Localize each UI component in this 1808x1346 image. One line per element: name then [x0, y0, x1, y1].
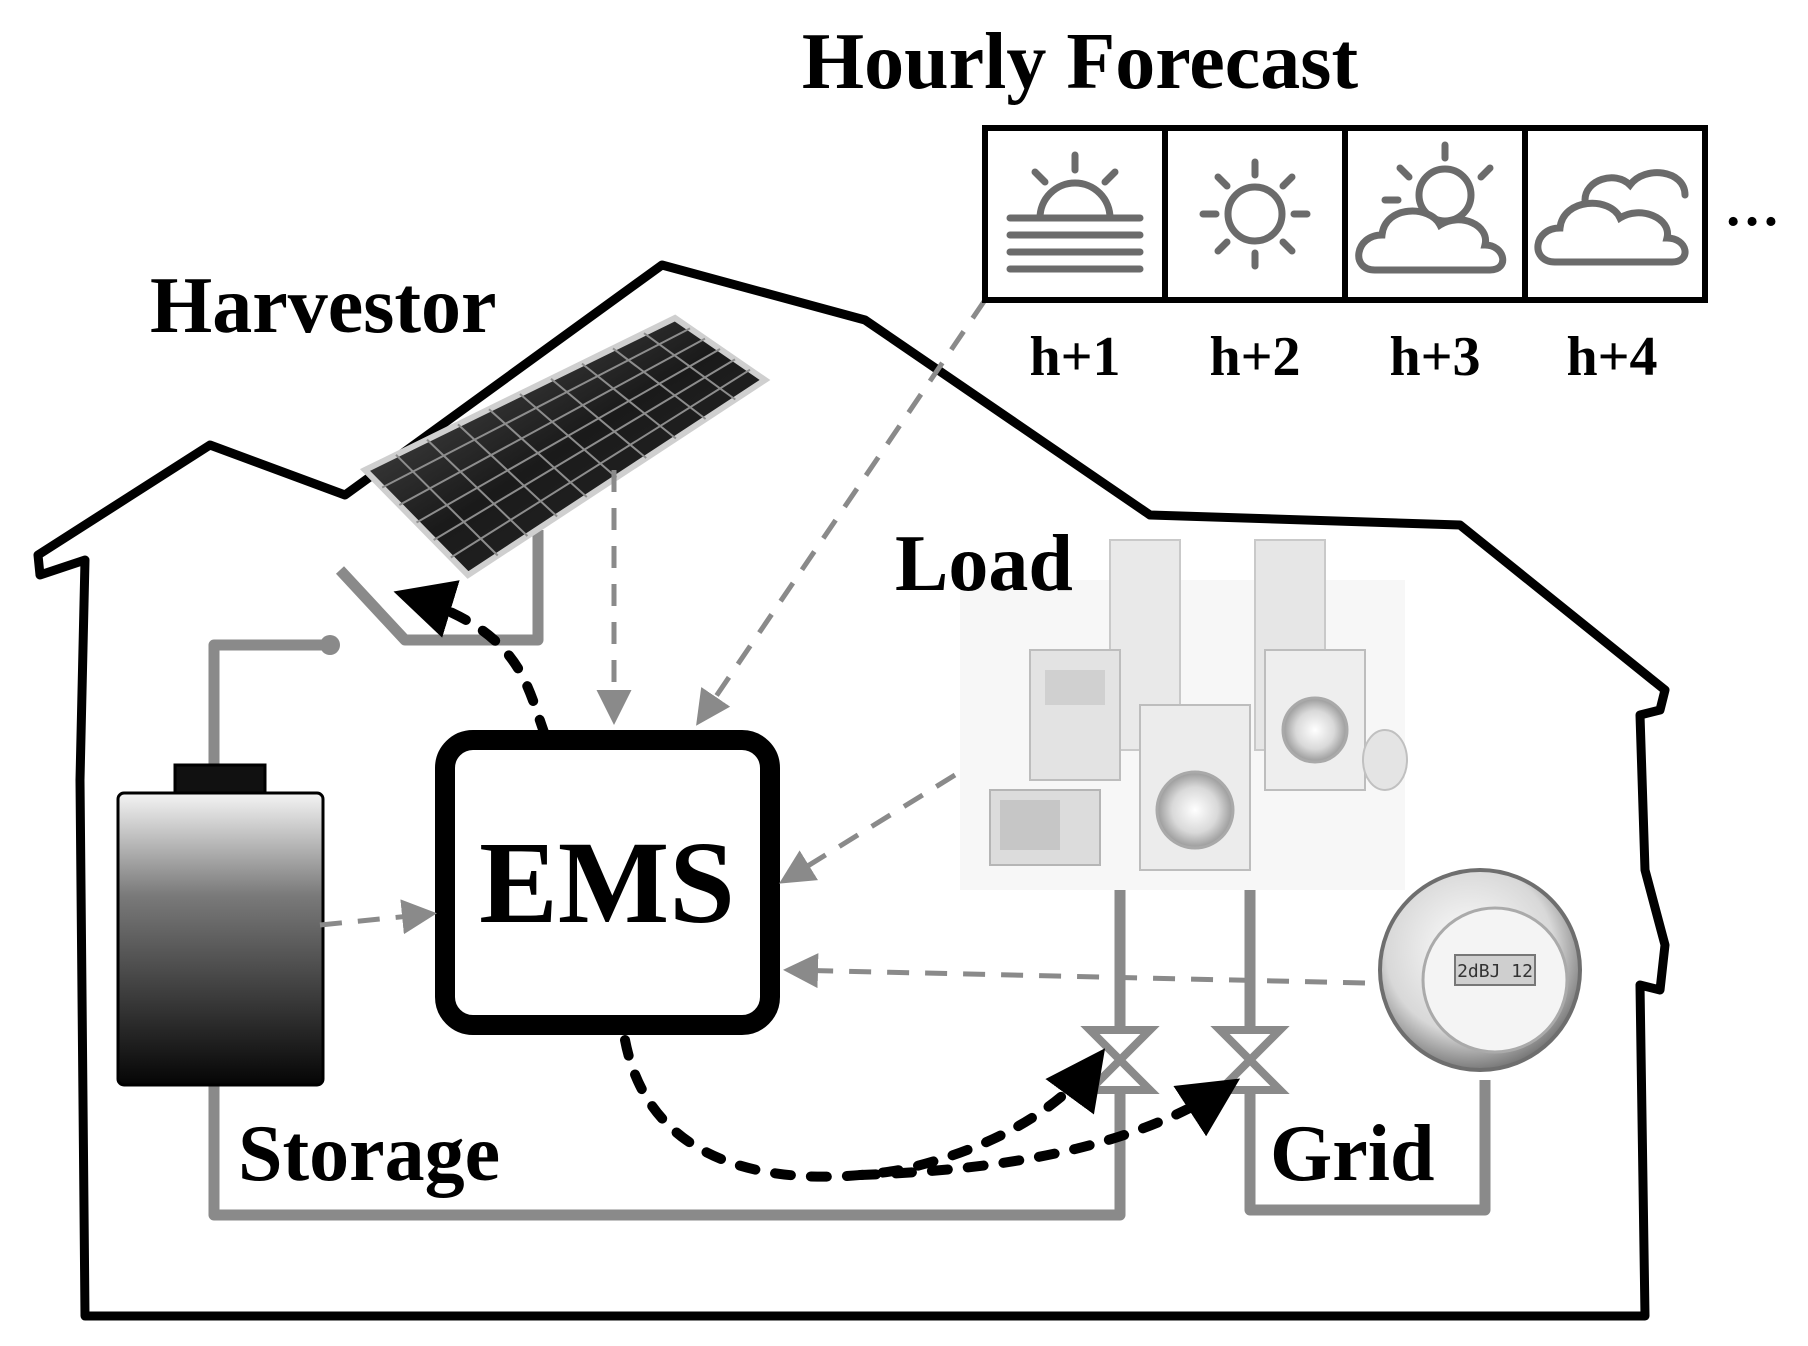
- forecast-more: …: [1724, 176, 1780, 238]
- grid-label: Grid: [1270, 1110, 1434, 1198]
- forecast-label-h3: h+3: [1389, 326, 1480, 388]
- appliances: [960, 539, 1408, 890]
- smart-meter: 2dBJ 12: [1378, 868, 1582, 1072]
- forecast-label-h1: h+1: [1029, 326, 1120, 388]
- cloudy-icon: [1534, 169, 1689, 266]
- forecast-label-h2: h+2: [1209, 326, 1300, 388]
- grid-valve: [1210, 1026, 1290, 1094]
- partly-cloudy-icon: [1355, 141, 1507, 274]
- house-outline: [33, 260, 1670, 1321]
- title: Hourly Forecast: [802, 18, 1359, 106]
- forecast-strip: h+1 h+2 h+3 h+4 …: [982, 125, 1780, 388]
- info-arrows: [319, 298, 1366, 989]
- forecast-label-h4: h+4: [1566, 326, 1657, 388]
- load-valve: [1080, 1026, 1160, 1094]
- wire-junction: [320, 635, 340, 655]
- control-arrows: [393, 580, 1241, 1182]
- ems-label: EMS: [479, 817, 735, 948]
- battery: [116, 763, 325, 1087]
- sun-icon: [1199, 158, 1311, 270]
- sunrise-icon: [1006, 151, 1144, 273]
- ems-controller: EMS: [435, 730, 780, 1035]
- meter-display: 2dBJ 12: [1457, 961, 1533, 982]
- storage-label: Storage: [238, 1110, 500, 1198]
- load-label: Load: [895, 520, 1073, 608]
- harvestor-label: Harvestor: [150, 262, 497, 350]
- solar-panel: [359, 314, 771, 579]
